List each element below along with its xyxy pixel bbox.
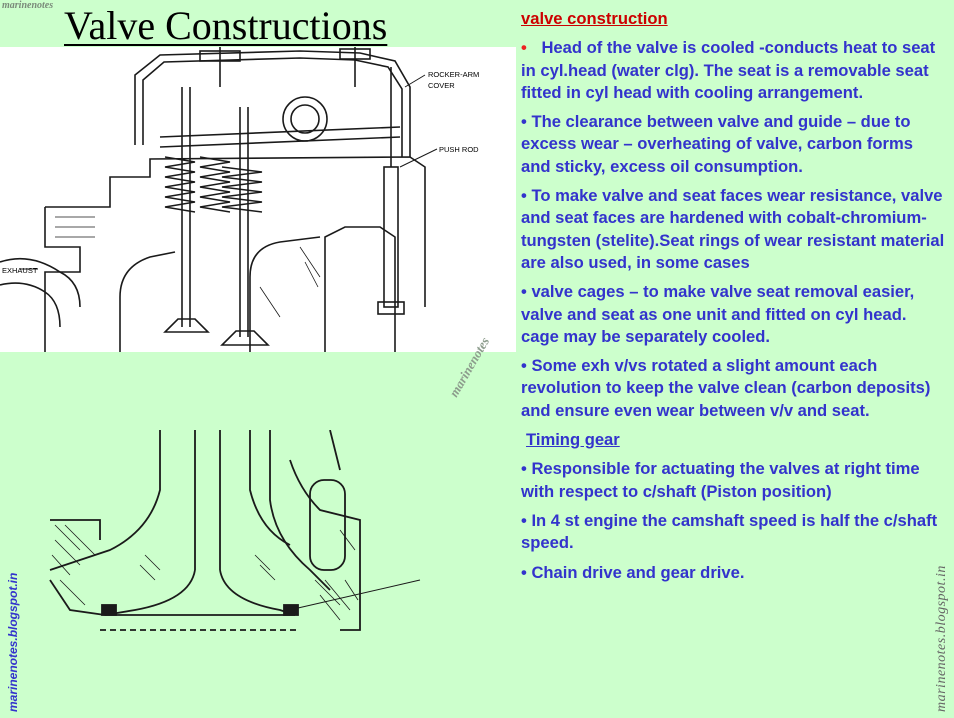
cylinder-head-diagram: ROCKER-ARM COVER PUSH ROD EXHAUST [0,47,516,352]
page-title: Valve Constructions [64,3,388,48]
valve-construction-heading: valve construction [521,9,668,28]
bullet-marker: • [521,562,527,582]
bullet-marker: • [521,282,527,302]
valve-bullet-4: • valve cages – to make valve seat remov… [521,281,946,348]
timing-bullet-3-text: Chain drive and gear drive. [531,562,745,582]
rocker-arm-label: ROCKER-ARM [428,70,479,79]
bullet-marker: • [521,356,527,376]
exhaust-label: EXHAUST [2,266,38,275]
valve-bullet-1-text: Head of the valve is cooled -conducts he… [521,38,936,102]
timing-gear-heading: Timing gear [526,430,620,450]
timing-bullet-2: • In 4 st engine the camshaft speed is h… [521,510,946,555]
left-watermark: marinenotes.blogspot.in [6,572,20,712]
timing-bullet-1-text: Responsible for actuating the valves at … [521,459,920,501]
valve-bullet-2: • The clearance between valve and guide … [521,111,946,178]
bullet-marker: • [521,112,527,132]
valve-bullet-2-text: The clearance between valve and guide – … [521,112,913,176]
valve-seat-diagram [40,430,440,680]
push-rod-label: PUSH ROD [439,145,479,154]
cover-label: COVER [428,81,455,90]
timing-bullet-3: • Chain drive and gear drive. [521,562,946,584]
valve-bullet-3: • To make valve and seat faces wear resi… [521,185,946,274]
valve-bullet-5: • Some exh v/vs rotated a slight amount … [521,355,946,422]
right-watermark: marinenotes.blogspot.in [934,565,949,712]
bullet-marker: • [521,459,527,479]
valve-seat-drawing [49,430,421,631]
cylinder-head-drawing: ROCKER-ARM COVER PUSH ROD EXHAUST [0,47,479,352]
bullet-marker: • [521,38,527,58]
timing-bullet-2-text: In 4 st engine the camshaft speed is hal… [521,510,938,553]
valve-bullet-1: • Head of the valve is cooled -conducts … [521,37,946,104]
timing-bullet-1: • Responsible for actuating the valves a… [521,458,946,503]
bullet-marker: • [521,186,527,206]
corner-watermark: marinenotes [2,0,54,11]
valve-bullet-5-text: Some exh v/vs rotated a slight amount ea… [521,356,931,420]
text-panel: valve construction • Head of the valve i… [521,8,946,591]
valve-bullet-4-text: valve cages – to make valve seat removal… [521,282,915,346]
bullet-marker: • [521,510,527,530]
valve-bullet-3-text: To make valve and seat faces wear resist… [521,186,945,272]
